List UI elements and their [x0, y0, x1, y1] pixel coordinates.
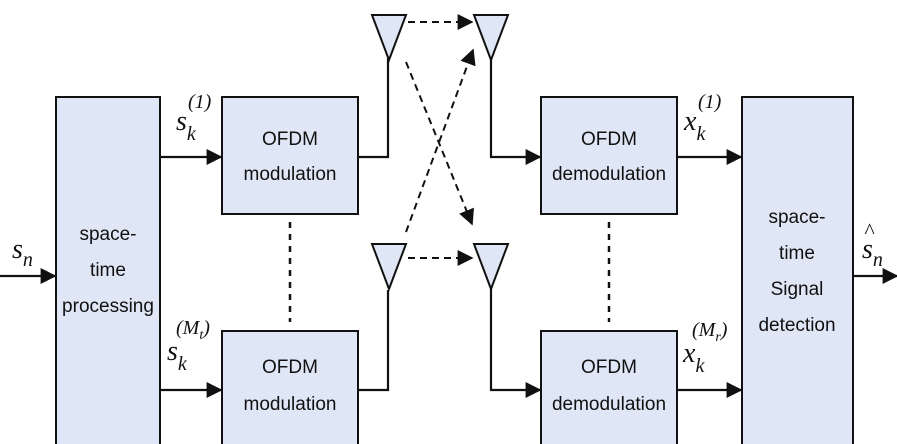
std-label-4: detection: [758, 315, 835, 336]
mod-bot-label-2: modulation: [244, 394, 337, 415]
rx-antenna-bottom-icon: [472, 243, 510, 292]
channel-bottom-to-top-arrow: [405, 48, 476, 233]
demod-bot-label-2: demodulation: [552, 394, 666, 415]
rx-top-superscript: (1): [698, 91, 722, 113]
std-label-2: time: [779, 243, 815, 264]
tx-bot-superscript: (Mt): [176, 317, 210, 343]
demod-top-label-2: demodulation: [552, 164, 666, 185]
demod-top-label-1: OFDM: [581, 129, 637, 150]
demod-bot-label-1: OFDM: [581, 357, 637, 378]
stp-label-1: space-: [79, 224, 136, 245]
std-label-1: space-: [768, 207, 825, 228]
channel-top-to-bottom-arrow: [405, 61, 474, 226]
tx-top-symbol-label: sk: [176, 106, 197, 145]
output-hat-accent: ^: [864, 218, 875, 243]
mod-bot-to-tx-antenna-wire: [358, 290, 390, 392]
ofdm-modulation-top-block: OFDM modulation: [221, 96, 359, 215]
space-time-processing-block: space- time processing: [55, 96, 161, 444]
std-label-3: Signal: [771, 279, 824, 300]
ofdm-demodulation-top-block: OFDM demodulation: [540, 96, 678, 215]
output-symbol-label: sn: [862, 234, 883, 271]
rx-antenna-top-to-demod-arrow: [489, 58, 542, 165]
tx-top-superscript: (1): [188, 91, 212, 113]
tx-antenna-bottom-icon: [370, 243, 408, 292]
rx-bot-superscript: (Mr): [692, 319, 728, 345]
mod-bot-label-1: OFDM: [262, 357, 318, 378]
space-time-signal-detection-block: space- time Signal detection: [741, 96, 854, 444]
mod-top-label-1: OFDM: [262, 129, 318, 150]
mod-top-label-2: modulation: [244, 164, 337, 185]
rx-top-symbol-label: xk: [683, 106, 706, 145]
tx-bot-symbol-label: sk: [167, 336, 188, 375]
ofdm-modulation-bottom-block: OFDM modulation: [221, 330, 359, 444]
ofdm-demodulation-bottom-block: OFDM demodulation: [540, 330, 678, 444]
tx-antenna-top-icon: [370, 14, 408, 63]
input-symbol-label: sn: [12, 234, 33, 271]
rx-antenna-bottom-to-demod-arrow: [489, 288, 542, 398]
mod-top-to-tx-antenna-wire: [358, 58, 390, 159]
rx-antenna-top-icon: [472, 14, 510, 63]
stp-label-2: time: [90, 260, 126, 281]
stp-label-3: processing: [62, 296, 154, 317]
rx-bot-symbol-label: xk: [682, 338, 705, 377]
